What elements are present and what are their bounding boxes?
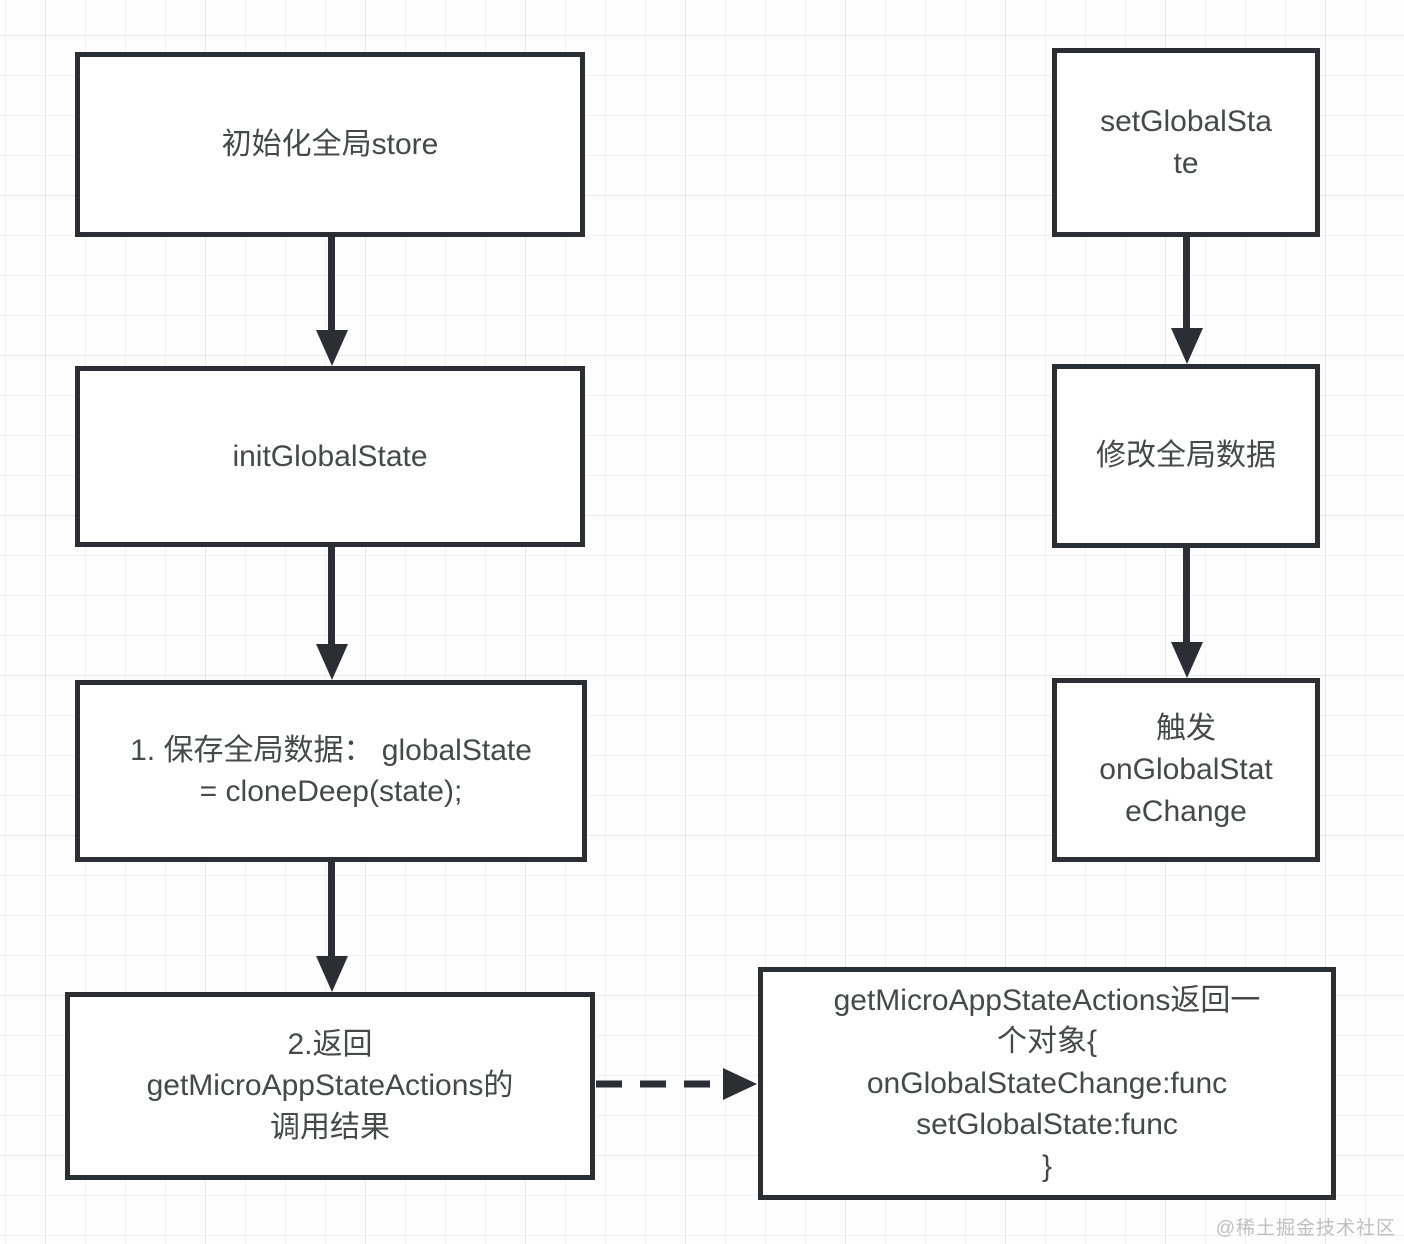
arrow-down-head bbox=[315, 956, 348, 992]
node-init-global-state: initGlobalState bbox=[75, 366, 585, 547]
arrow-down-head bbox=[1170, 328, 1203, 364]
node-modify-global-data-label: 修改全局数据 bbox=[1096, 439, 1276, 473]
node-return-result-label: 2.返回 getMicroAppStateActions的 调用结果 bbox=[146, 1027, 514, 1144]
node-save-global-state: 1. 保存全局数据： globalState = cloneDeep(state… bbox=[75, 680, 587, 862]
node-init-store-label: 初始化全局store bbox=[221, 127, 439, 161]
arrow-init-global-state-to-save-global-state bbox=[315, 547, 348, 680]
arrow-save-global-state-to-return-result bbox=[315, 862, 348, 992]
dashed-arrow-return-result-to-actions-object bbox=[596, 1068, 757, 1100]
arrow-shaft bbox=[1183, 237, 1190, 330]
node-save-global-state-label: 1. 保存全局数据： globalState = cloneDeep(state… bbox=[130, 733, 532, 808]
arrow-init-store-to-init-global-state bbox=[315, 237, 348, 366]
node-set-global-state-label: setGlobalSta te bbox=[1100, 105, 1272, 180]
arrow-set-global-state-to-modify-global-data bbox=[1170, 237, 1203, 364]
node-set-global-state: setGlobalSta te bbox=[1052, 48, 1320, 237]
arrow-shaft bbox=[328, 237, 335, 332]
arrow-down-head bbox=[1170, 642, 1203, 678]
arrow-right-head bbox=[723, 1068, 757, 1100]
node-modify-global-data: 修改全局数据 bbox=[1052, 364, 1320, 548]
arrow-shaft bbox=[328, 862, 335, 958]
watermark: @稀土掘金技术社区 bbox=[1215, 1218, 1396, 1239]
node-trigger-onglobalstatechange-label: 触发 onGlobalStat eChange bbox=[1099, 711, 1273, 828]
dashed-arrow-shaft bbox=[596, 1080, 725, 1088]
node-init-store: 初始化全局store bbox=[75, 52, 585, 237]
node-trigger-onglobalstatechange: 触发 onGlobalStat eChange bbox=[1052, 678, 1320, 862]
arrow-down-head bbox=[315, 330, 348, 366]
node-init-global-state-label: initGlobalState bbox=[232, 439, 428, 473]
arrow-shaft bbox=[328, 547, 335, 646]
arrow-down-head bbox=[315, 644, 348, 680]
node-actions-return-object-label: getMicroAppStateActions返回一 个对象{ onGlobal… bbox=[833, 984, 1261, 1183]
node-return-getmicroappstateactions-result: 2.返回 getMicroAppStateActions的 调用结果 bbox=[65, 992, 595, 1180]
arrow-shaft bbox=[1183, 548, 1190, 644]
arrow-modify-global-data-to-trigger-onglobalstatechange bbox=[1170, 548, 1203, 678]
node-actions-return-object: getMicroAppStateActions返回一 个对象{ onGlobal… bbox=[758, 967, 1336, 1200]
